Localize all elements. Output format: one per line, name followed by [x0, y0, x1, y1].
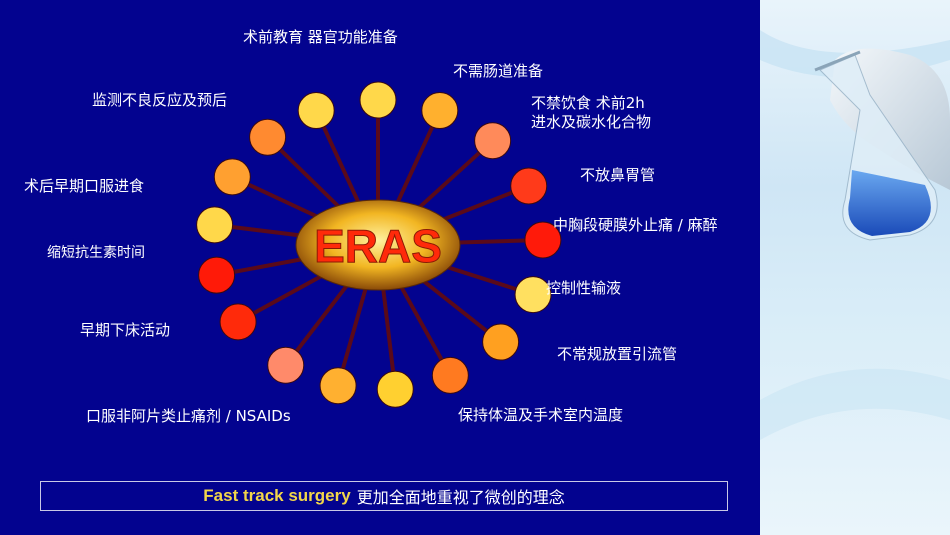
node-circle-12 — [198, 256, 236, 294]
footer-chinese: 更加全面地重视了微创的理念 — [356, 488, 565, 507]
label-no-fasting-line1: 不禁饮食 术前2h — [531, 94, 645, 112]
footer-english: Fast track surgery — [203, 486, 351, 505]
label-keep-temperature: 保持体温及手术室内温度 — [458, 406, 624, 424]
node-circle-14 — [213, 158, 251, 196]
label-no-fasting-line2: 进水及碳水化合物 — [531, 113, 652, 131]
footer-banner: Fast track surgery 更加全面地重视了微创的理念 — [40, 481, 728, 511]
node-circle-7 — [431, 356, 469, 394]
node-circle-8 — [376, 370, 414, 408]
node-circle-2 — [474, 122, 512, 160]
label-short-antibiotics: 缩短抗生素时间 — [47, 245, 145, 261]
node-circle-11 — [219, 303, 257, 341]
eras-center-label: ERAS — [314, 220, 442, 272]
node-circle-0 — [359, 81, 397, 119]
node-circle-10 — [267, 346, 305, 384]
label-early-oral-feeding: 术后早期口服进食 — [24, 177, 145, 195]
lab-flask-image — [760, 30, 950, 440]
label-controlled-infusion: 控制性输液 — [546, 279, 622, 297]
label-preop-education: 术前教育 器官功能准备 — [243, 28, 398, 46]
label-monitor-outcomes: 监测不良反应及预后 — [92, 91, 228, 109]
eras-diagram: ERAS — [196, 81, 562, 408]
slide: ERAS 术前教育 器官功能准备 不需肠道准备 不禁饮食 术前2h 进水及碳水化… — [24, 28, 728, 511]
node-circle-3 — [510, 167, 548, 205]
label-no-bowel-prep: 不需肠道准备 — [453, 62, 544, 80]
side-decoration-panel — [760, 0, 950, 535]
node-circle-9 — [319, 367, 357, 405]
eras-center — [295, 199, 461, 291]
label-no-ng-tube: 不放鼻胃管 — [580, 166, 656, 184]
node-circle-16 — [297, 92, 335, 130]
node-circle-5 — [514, 276, 552, 314]
node-circle-1 — [421, 92, 459, 130]
label-epidural-analgesia: 中胸段硬膜外止痛 / 麻醉 — [553, 216, 718, 234]
node-circle-13 — [196, 206, 234, 244]
node-circle-6 — [482, 323, 520, 361]
node-circle-15 — [249, 118, 287, 156]
label-early-ambulation: 早期下床活动 — [80, 321, 171, 339]
node-circle-4 — [524, 221, 562, 259]
label-no-routine-drain: 不常规放置引流管 — [557, 345, 678, 363]
label-oral-analgesics: 口服非阿片类止痛剂 / NSAIDs — [86, 407, 291, 425]
label-no-fasting: 不禁饮食 术前2h 进水及碳水化合物 — [531, 94, 651, 132]
